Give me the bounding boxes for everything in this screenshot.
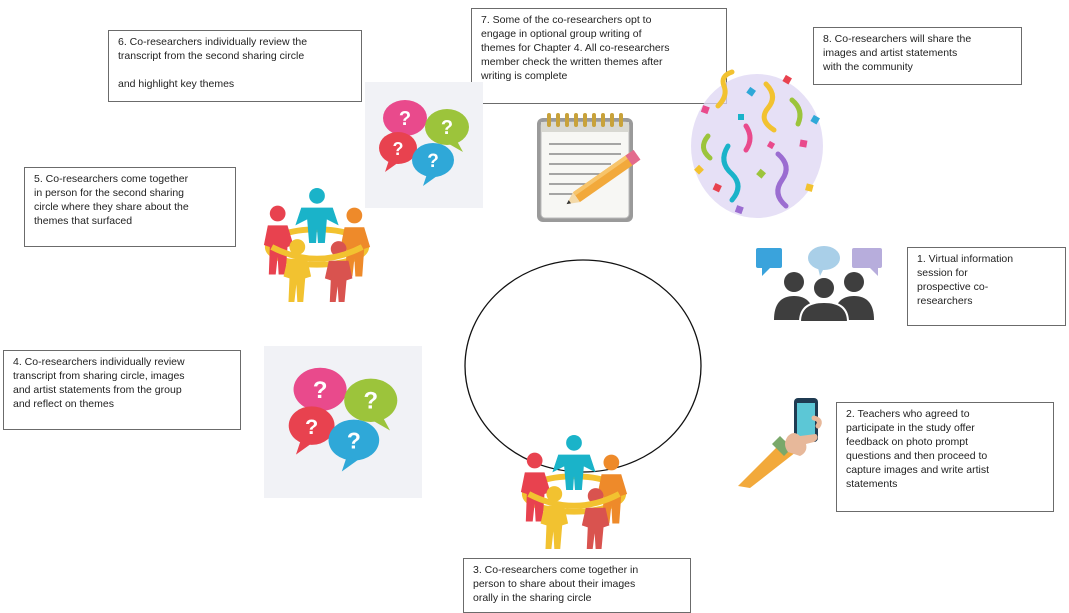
question-mark-glyph: ? — [347, 428, 361, 454]
step-5-text: 5. Co-researchers come together in perso… — [34, 173, 189, 227]
step-8-text: 8. Co-researchers will share the images … — [823, 33, 972, 73]
question-mark-glyph: ? — [441, 117, 453, 139]
step-4-text: 4. Co-researchers individually review tr… — [13, 356, 185, 410]
notepad-pencil-icon — [531, 110, 647, 226]
question-mark-glyph: ? — [363, 388, 378, 415]
question-mark-glyph: ? — [427, 151, 439, 172]
step-6-box: 6. Co-researchers individually review th… — [108, 30, 362, 102]
question-mark-glyph: ? — [393, 139, 404, 159]
question-mark-glyph: ? — [399, 108, 411, 130]
step-2-text: 2. Teachers who agreed to participate in… — [846, 408, 989, 490]
step-3-box: 3. Co-researchers come together in perso… — [463, 558, 691, 613]
step-2-box: 2. Teachers who agreed to participate in… — [836, 402, 1054, 512]
sharing-circle-icon — [258, 186, 376, 304]
step-5-box: 5. Co-researchers come together in perso… — [24, 167, 236, 247]
step-7-box: 7. Some of the co-researchers opt to eng… — [471, 8, 727, 104]
step-1-box: 1. Virtual information session for prosp… — [907, 247, 1066, 326]
hand-phone-icon — [734, 396, 828, 488]
question-mark-glyph: ? — [313, 377, 328, 404]
question-bubbles-icon: ? ? ? ? — [365, 82, 483, 208]
question-bubbles-icon: ? ? ? ? — [264, 346, 422, 498]
step-8-box: 8. Co-researchers will share the images … — [813, 27, 1022, 85]
step-4-box: 4. Co-researchers individually review tr… — [3, 350, 241, 430]
step-3-text: 3. Co-researchers come together in perso… — [473, 564, 639, 604]
step-6-text: 6. Co-researchers individually review th… — [118, 36, 308, 90]
step-7-text: 7. Some of the co-researchers opt to eng… — [481, 14, 670, 82]
confetti-icon — [688, 66, 826, 220]
question-mark-glyph: ? — [305, 414, 318, 439]
step-1-text: 1. Virtual information session for prosp… — [917, 253, 1014, 307]
sharing-circle-icon — [515, 432, 633, 552]
virtual-meeting-icon — [752, 244, 896, 322]
